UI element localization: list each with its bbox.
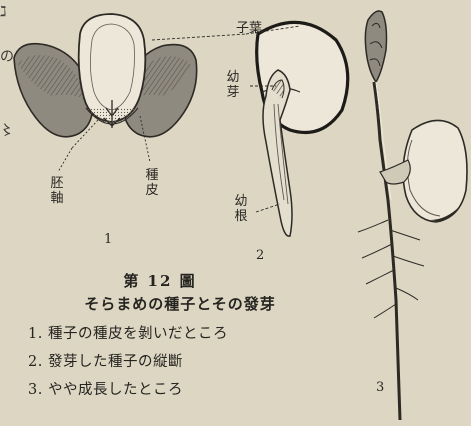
figure-3-seedling [358,11,467,420]
figure-caption-title: 第 12 圖 [100,270,220,291]
caption-item-2: 2. 發芽した種子の縦斷 [28,350,183,371]
figure-number-1: 1 [104,232,112,247]
figure-number-3: 3 [376,380,384,395]
label-hypocotyl: 胚軸 [50,176,64,206]
label-plumule: 幼芽 [226,70,240,100]
figure-1-opened-seed [14,14,197,172]
caption-item-1: 1. 種子の種皮を剝いだところ [28,322,228,343]
label-radicle: 幼根 [234,194,248,224]
figure-caption-subtitle: そらまめの種子とその發芽 [40,293,320,314]
caption-item-3: 3. やや成長したところ [28,378,183,399]
figure-number-2: 2 [256,248,264,263]
label-seed-coat: 種皮 [145,168,159,198]
label-cotyledon: 子葉 [236,22,262,36]
